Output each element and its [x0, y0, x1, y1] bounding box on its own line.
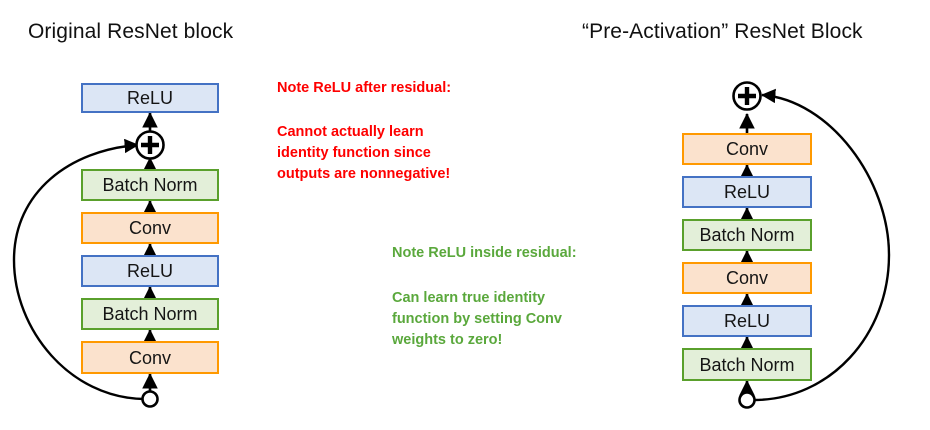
right-block-relu-1[interactable]: ReLU	[682, 305, 812, 337]
left-block-conv-1[interactable]: Conv	[81, 341, 219, 374]
left-block-relu-top[interactable]: ReLU	[81, 83, 219, 113]
note-red-heading-bold: after	[355, 80, 387, 96]
left-block-conv-2[interactable]: Conv	[81, 212, 219, 244]
note-green-heading-suffix: residual:	[512, 245, 577, 261]
right-block-relu-2[interactable]: ReLU	[682, 176, 812, 208]
right-addition-node	[732, 81, 762, 111]
right-block-batch-norm-1[interactable]: Batch Norm	[682, 348, 812, 381]
right-block-batch-norm-2[interactable]: Batch Norm	[682, 219, 812, 251]
left-block-batch-norm-1[interactable]: Batch Norm	[81, 298, 219, 330]
note-green-heading-bold: inside	[470, 245, 513, 261]
panel-title-pre-activation: “Pre-Activation” ResNet Block	[582, 20, 863, 43]
note-red-heading-suffix: residual:	[386, 80, 452, 96]
right-block-conv-1[interactable]: Conv	[682, 262, 812, 294]
note-green-heading-prefix: Note ReLU	[392, 245, 471, 261]
left-block-batch-norm-2[interactable]: Batch Norm	[81, 169, 219, 201]
note-red-body: Cannot actually learn identity function …	[277, 124, 451, 182]
note-red-heading-prefix: Note ReLU	[277, 80, 356, 96]
note-green-body: Can learn true identity function by sett…	[392, 290, 562, 348]
note-green-heading: Note ReLU inside residual:	[392, 243, 577, 264]
note-red-heading: Note ReLU after residual:	[277, 78, 451, 99]
left-addition-node	[135, 130, 165, 160]
right-input-node	[738, 391, 756, 409]
left-block-relu-1[interactable]: ReLU	[81, 255, 219, 287]
right-block-conv-2[interactable]: Conv	[682, 133, 812, 165]
left-input-node	[141, 390, 159, 408]
panel-title-original: Original ResNet block	[28, 20, 234, 43]
